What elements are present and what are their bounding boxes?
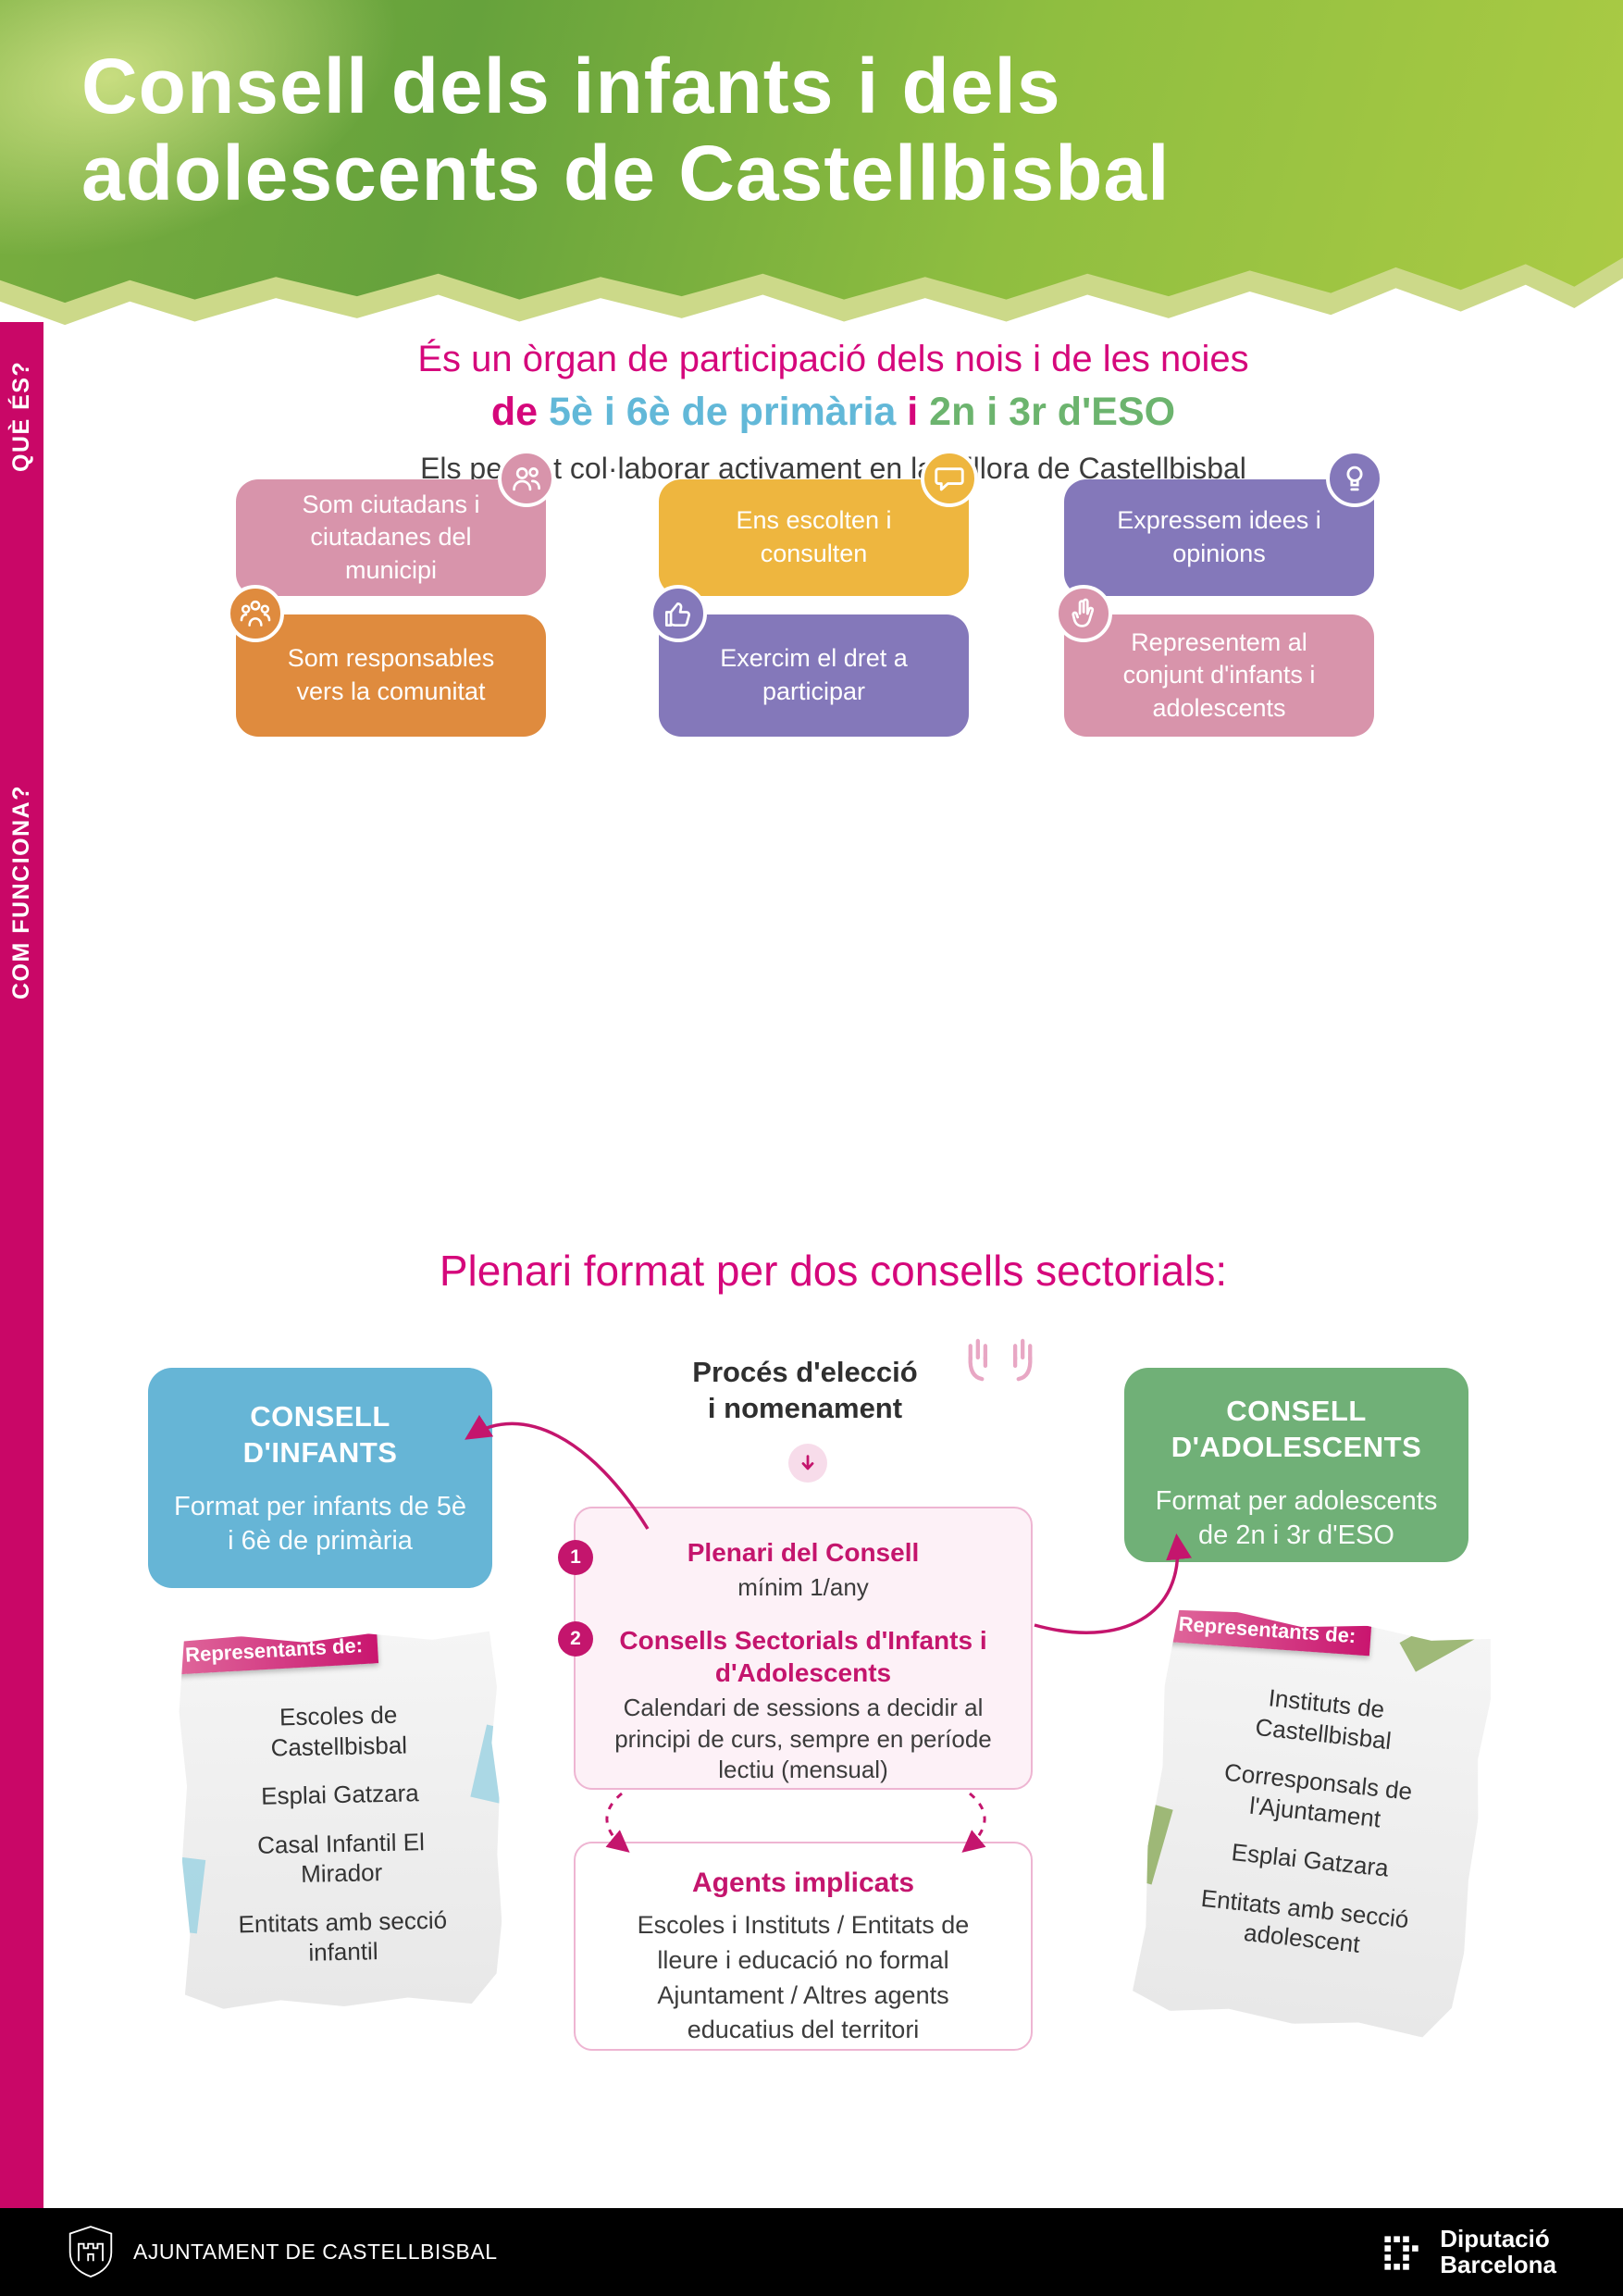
list-item: Corresponsals de l'Ajuntament [1222, 1757, 1414, 1832]
intro-line2-primaria: 5è i 6è de primària [549, 390, 897, 434]
page-title: Consell dels infants i dels adolescents … [81, 43, 1170, 217]
consell-adolescents-title: CONSELL D'ADOLESCENTS [1148, 1394, 1444, 1466]
note-representants-infants: Representants de: Escoles de Castellbisb… [178, 1631, 503, 2009]
consell-adolescents-title-line1: CONSELL [1226, 1395, 1367, 1427]
card-responsible-text: Som responsables vers la comunitat [287, 644, 495, 705]
step2: Consells Sectorials d'Infants i d'Adoles… [600, 1624, 1007, 1786]
intro-line2: de 5è i 6è de primària i 2n i 3r d'ESO [43, 390, 1623, 435]
note-left-items: Escoles de Castellbisbal Esplai Gatzara … [178, 1631, 502, 1970]
diputacio-logo-icon [1384, 2235, 1419, 2270]
consell-infants-box: CONSELL D'INFANTS Format per infants de … [148, 1368, 492, 1588]
sidebar-label-com-funciona: COM FUNCIONA? [8, 785, 34, 999]
card-participate: Exercim el dret a participar [650, 585, 969, 737]
card-express: Expressem idees i opinions [1064, 450, 1383, 596]
community-icon [227, 585, 284, 642]
note-right-items: Instituts de Castellbisbal Corresponsals… [1138, 1606, 1497, 1970]
consell-adolescents-title-line2: D'ADOLESCENTS [1171, 1430, 1422, 1463]
list-item: Entitats amb secció infantil [238, 1905, 448, 1967]
castle-shield-icon [68, 2225, 113, 2277]
consell-infants-title-line1: CONSELL [250, 1400, 390, 1433]
section-heading-plenari: Plenari format per dos consells sectoria… [439, 1247, 1228, 1295]
card-responsible: Som responsables vers la comunitat [227, 585, 546, 737]
card-listen: Ens escolten i consulten [659, 450, 978, 596]
footer-ajuntament: AJUNTAMENT DE CASTELLBISBAL [67, 2225, 498, 2280]
step2-body: Calendari de sessions a decidir al princ… [614, 1693, 992, 1784]
intro-line1: És un òrgan de participació dels nois i … [417, 339, 1249, 379]
intro-line2-i: i [896, 390, 930, 434]
step2-number-badge: 2 [558, 1621, 593, 1657]
intro-block: És un òrgan de participació dels nois i … [43, 339, 1623, 486]
process-title-line1: Procés d'elecció [692, 1356, 918, 1388]
header-banner [0, 0, 1623, 304]
card-represent-text: Representem al conjunt d'infants i adole… [1122, 627, 1316, 722]
plenari-box: 1 2 Plenari del Consell mínim 1/any Cons… [558, 1507, 1033, 1790]
footer-diputacio: Diputació Barcelona [1381, 2225, 1556, 2278]
card-citizens: Som ciutadans i ciutadanes del municipi [236, 450, 555, 596]
process-title: Procés d'elecció i nomenament [648, 1355, 962, 1427]
page-title-line2: adolescents de Castellbisbal [81, 130, 1171, 217]
agents-title: Agents implicats [691, 1868, 915, 1898]
sidebar-label-que-es: QUÈ ÉS? [8, 360, 34, 473]
step1-title: Plenari del Consell [687, 1538, 920, 1567]
dashed-arrow-left [605, 1792, 630, 1853]
footer: AJUNTAMENT DE CASTELLBISBAL Diputació Ba… [0, 2208, 1623, 2296]
list-item: Esplai Gatzara [260, 1779, 419, 1810]
sidebar: QUÈ ÉS? COM FUNCIONA? [0, 322, 43, 2208]
list-item: Casal Infantil El Mirador [256, 1827, 426, 1888]
speech-bubble-icon [921, 450, 978, 507]
card-participate-text: Exercim el dret a participar [720, 644, 908, 705]
raised-hands-icon [960, 1333, 1040, 1388]
intro-line2-de: de [490, 390, 550, 434]
list-item: Entitats amb secció adolescent [1199, 1883, 1411, 1958]
victory-hand-icon [1055, 585, 1112, 642]
card-represent: Representem al conjunt d'infants i adole… [1055, 585, 1374, 737]
list-item: Esplai Gatzara [1230, 1837, 1391, 1882]
footer-diputacio-line1: Diputació [1440, 2225, 1550, 2253]
step1: Plenari del Consell mínim 1/any [600, 1536, 1007, 1604]
footer-diputacio-line2: Barcelona [1440, 2250, 1556, 2278]
step1-number-badge: 1 [558, 1540, 593, 1575]
list-item: Escoles de Castellbisbal [270, 1700, 408, 1762]
list-item: Instituts de Castellbisbal [1254, 1683, 1394, 1755]
agents-box: Agents implicats Escoles i Instituts / E… [574, 1842, 1033, 2051]
consell-infants-title-line2: D'INFANTS [242, 1435, 398, 1469]
consell-adolescents-body: Format per adolescents de 2n i 3r d'ESO [1155, 1485, 1438, 1551]
citizens-icon [498, 450, 555, 507]
footer-diputacio-label: Diputació Barcelona [1440, 2225, 1556, 2278]
card-listen-text: Ens escolten i consulten [736, 506, 892, 567]
intro-line2-eso: 2n i 3r d'ESO [929, 390, 1176, 434]
step1-body: mínim 1/any [737, 1573, 869, 1601]
thumbs-up-icon [650, 585, 707, 642]
consell-adolescents-box: CONSELL D'ADOLESCENTS Format per adolesc… [1124, 1368, 1468, 1562]
card-citizens-text: Som ciutadans i ciutadanes del municipi [302, 490, 480, 584]
note-representants-adolescents: Representants de: Instituts de Castellbi… [1131, 1606, 1497, 2041]
page-title-line1: Consell dels infants i dels [81, 43, 1061, 130]
dashed-arrow-right [961, 1792, 986, 1853]
process-title-line2: i nomenament [707, 1391, 903, 1424]
step2-title: Consells Sectorials d'Infants i d'Adoles… [619, 1625, 987, 1687]
card-express-text: Expressem idees i opinions [1117, 506, 1321, 567]
agents-body: Escoles i Instituts / Entitats de lleure… [637, 1911, 970, 2044]
consell-infants-title: CONSELL D'INFANTS [172, 1399, 468, 1471]
idea-icon [1326, 450, 1383, 507]
consell-infants-body: Format per infants de 5è i 6è de primàri… [174, 1491, 466, 1557]
footer-ajuntament-label: AJUNTAMENT DE CASTELLBISBAL [133, 2240, 498, 2264]
down-arrow-icon [788, 1444, 827, 1483]
